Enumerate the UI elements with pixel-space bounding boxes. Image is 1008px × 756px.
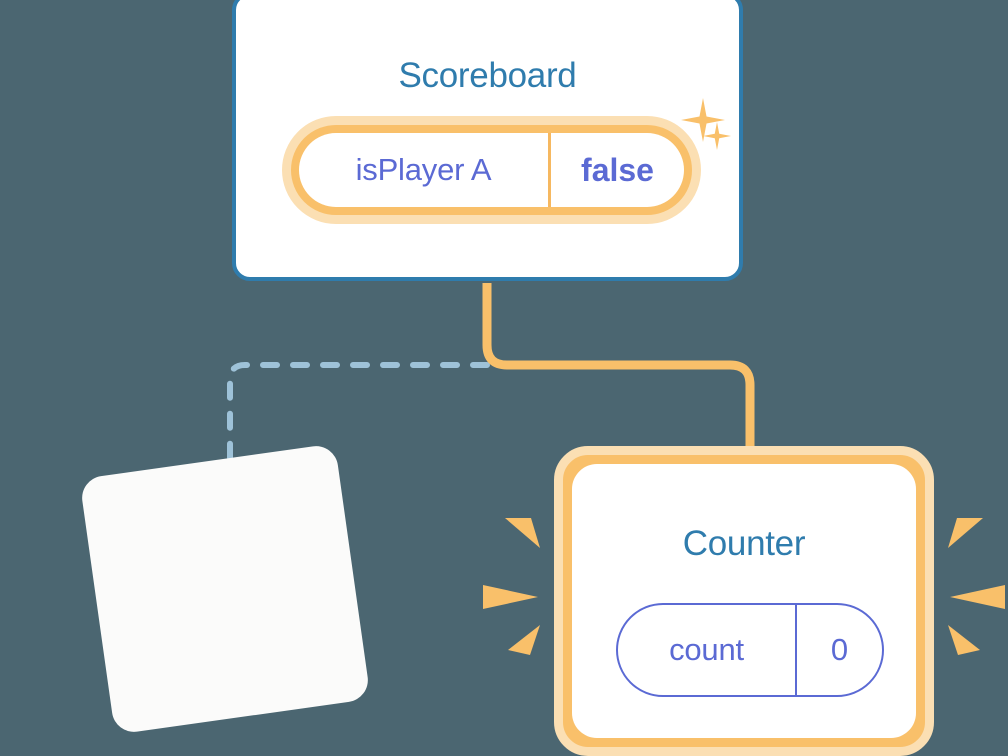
scoreboard-pill-divider (548, 133, 551, 207)
scoreboard-state-value: false (581, 151, 654, 188)
counter-state-key: count (669, 632, 744, 667)
scoreboard-state-key: isPlayer A (355, 152, 492, 187)
counter-pill-divider (795, 605, 797, 695)
counter-state-pill[interactable]: count 0 (616, 603, 884, 697)
counter-title: Counter (682, 524, 806, 563)
counter-card[interactable]: Counter count 0 (554, 446, 934, 756)
scoreboard-state-pill-inner: isPlayer A false (299, 133, 684, 207)
counter-right-burst-rays (948, 518, 1005, 655)
counter-left-burst-rays (483, 518, 540, 655)
scoreboard-card[interactable]: Scoreboard isPlayer A false (232, 0, 743, 281)
ghost-placeholder-card[interactable] (79, 443, 371, 735)
scoreboard-state-pill[interactable]: isPlayer A false (282, 116, 701, 224)
connector-solid-to-counter (482, 283, 755, 470)
counter-card-inner: Counter count 0 (572, 464, 916, 738)
counter-state-value: 0 (830, 632, 849, 667)
scoreboard-title: Scoreboard (398, 56, 577, 95)
